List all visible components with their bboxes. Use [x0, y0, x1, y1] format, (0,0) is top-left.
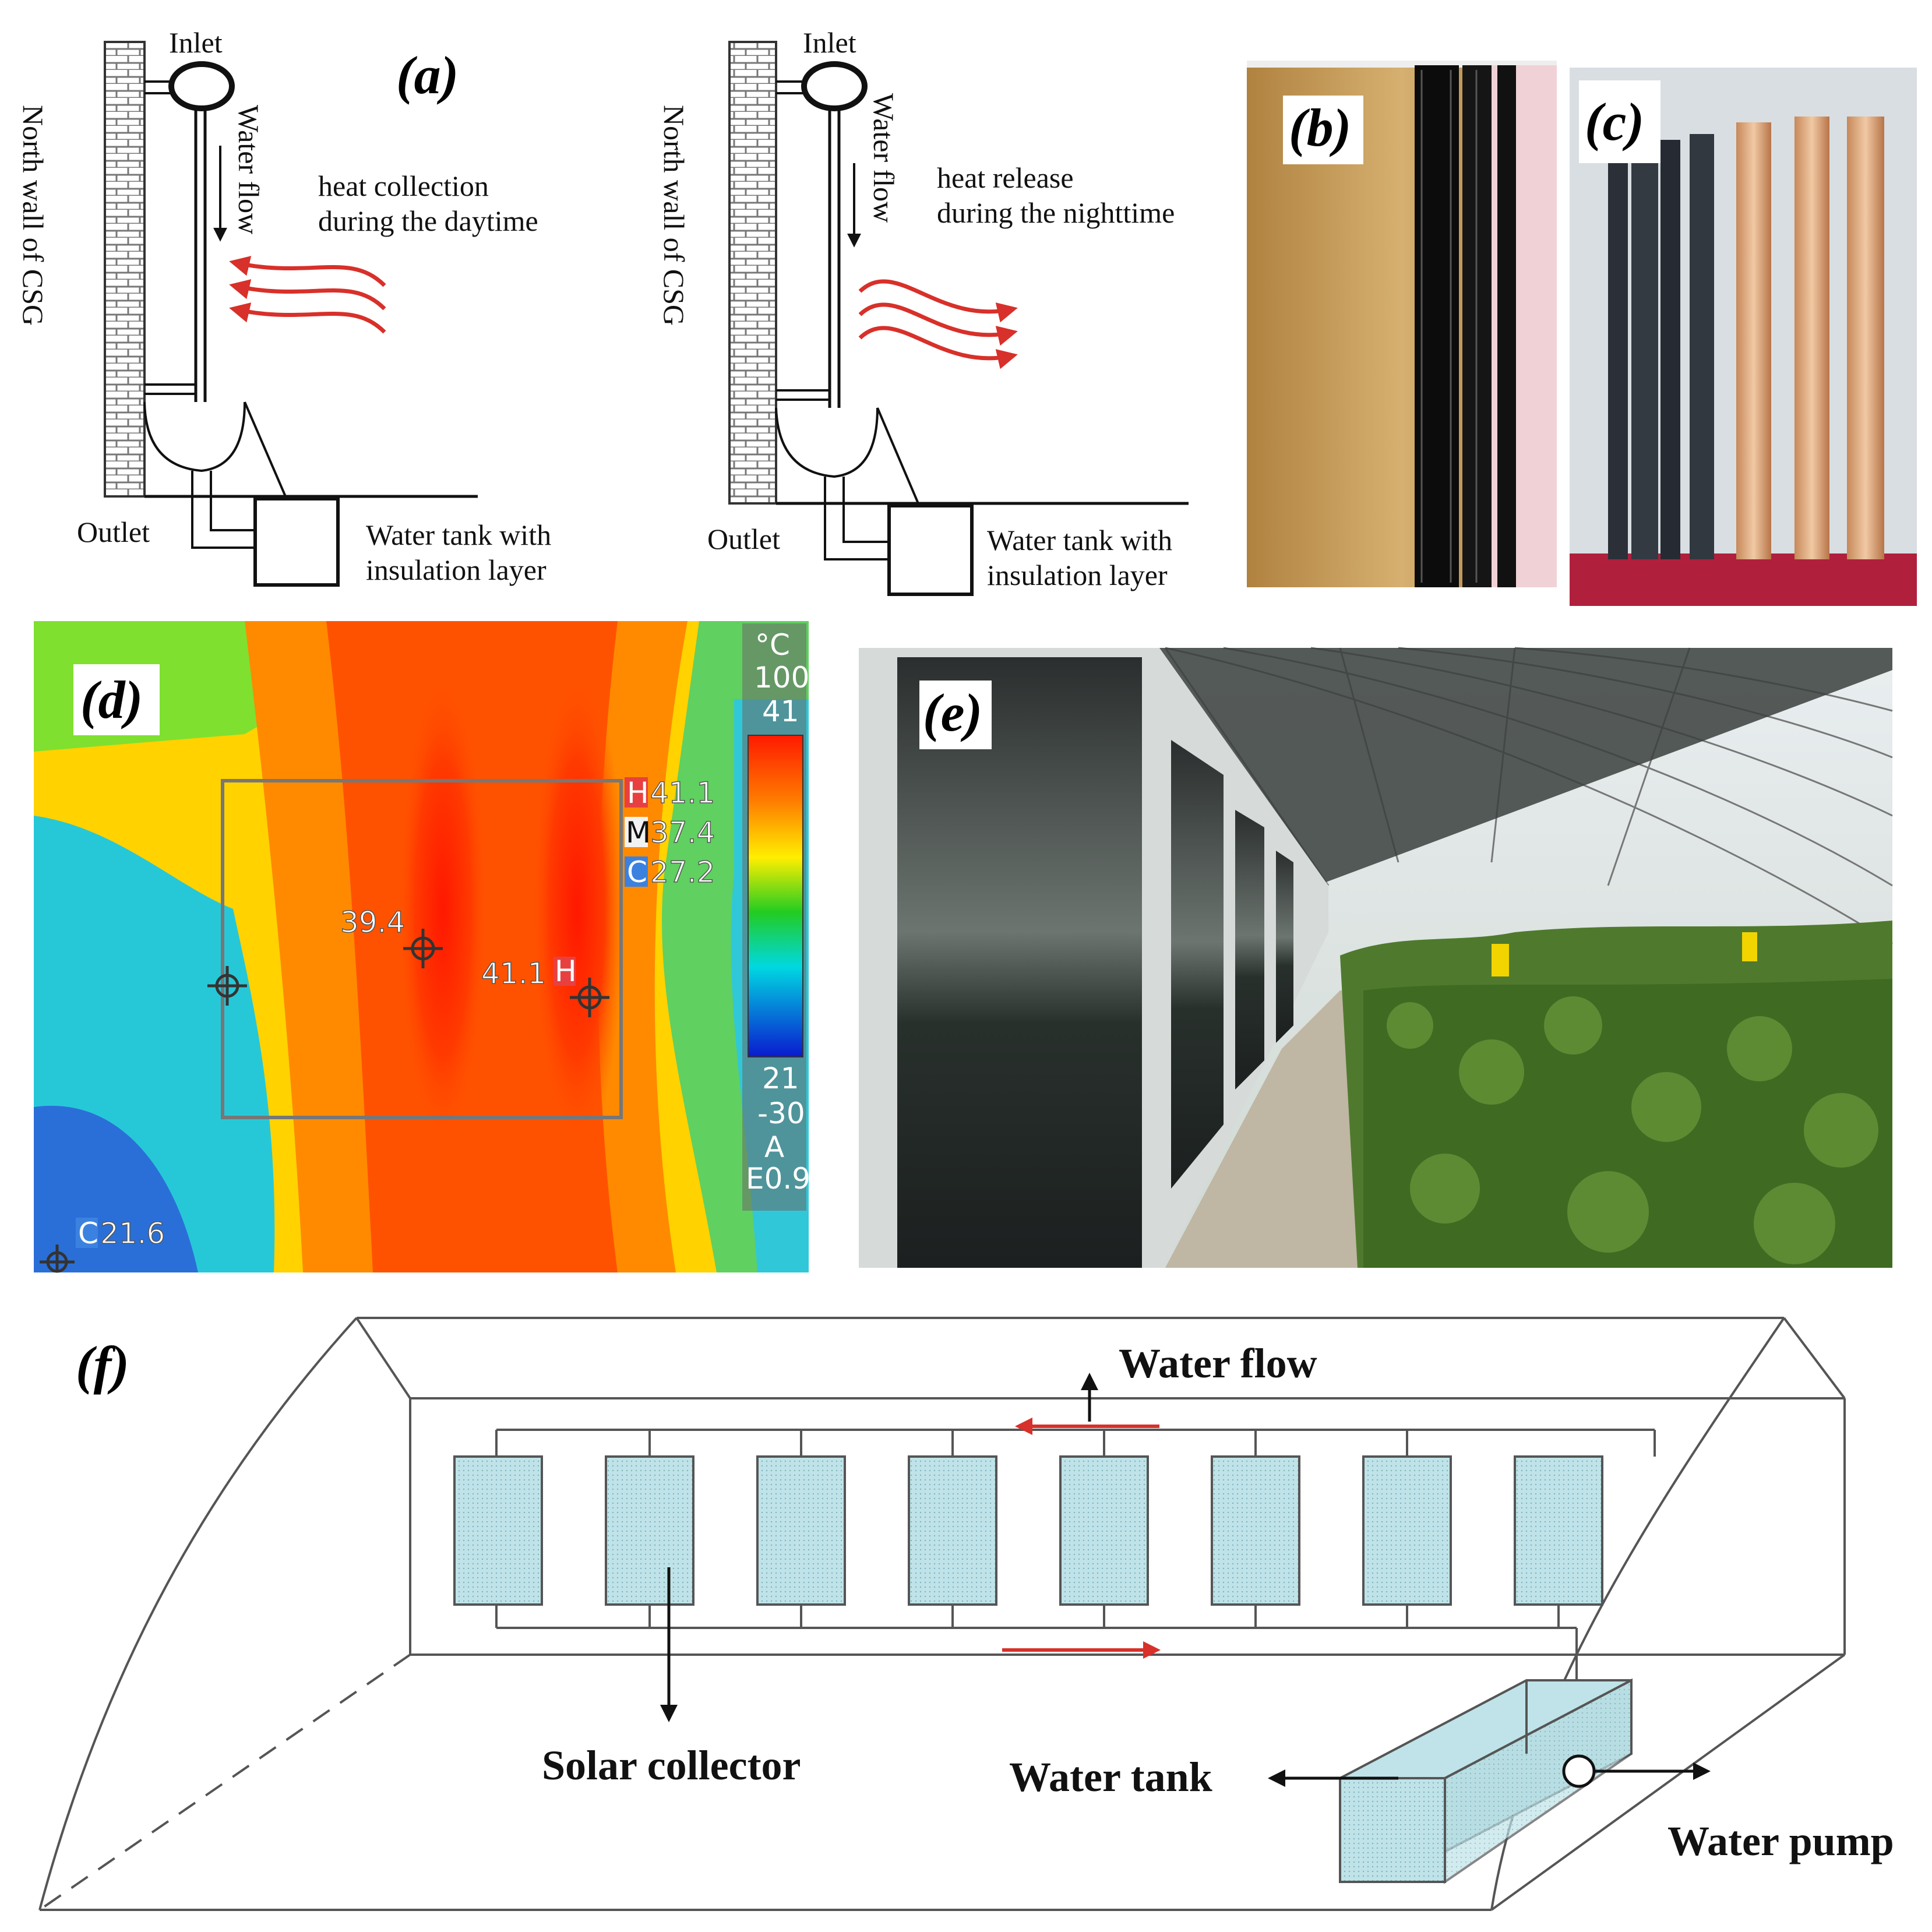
corner-tag: C: [78, 1217, 98, 1250]
panel-a-label: (a): [396, 45, 459, 105]
heat-release-line1: heat release: [937, 161, 1074, 194]
crosshair-icon-3: [207, 966, 247, 1006]
water-tank-3d: [1339, 1678, 1633, 1884]
stat-c-value: 27.2: [650, 855, 715, 889]
scale-mode: A: [764, 1130, 784, 1164]
water-tank-box-2: [887, 504, 974, 596]
water-flow-label-2: Water flow: [868, 93, 900, 223]
stat-h-value: 41.1: [650, 776, 715, 810]
water-tank-label: Water tank: [1009, 1754, 1212, 1800]
stat-h-tag: H: [627, 776, 649, 810]
heat-release-line2: during the nighttime: [937, 196, 1175, 229]
panel-e-photo: (e): [859, 647, 1893, 1268]
inlet-pipe-icon-2: [801, 61, 868, 111]
inlet-label-2: Inlet: [803, 26, 856, 59]
collector-trough: [143, 401, 246, 473]
water-flow-label: Water flow: [232, 105, 265, 234]
water-flow-label-f: Water flow: [1119, 1340, 1317, 1387]
heat-collection-line2: during the daytime: [318, 205, 538, 237]
north-wall-label: North wall of CSG: [17, 105, 50, 326]
panel-a-daytime: North wall of CSG Inlet Water flow Outle…: [17, 26, 551, 587]
inlet-label: Inlet: [169, 26, 223, 59]
collector-panel-2: [1171, 740, 1224, 1189]
tank-label-line2: insulation layer: [366, 553, 547, 586]
inlet-pipe-icon: [168, 61, 235, 111]
water-pump-label: Water pump: [1667, 1818, 1894, 1864]
greenhouse-outline: [38, 1317, 1846, 1911]
temperature-scale-bar: [748, 735, 803, 1057]
panel-f-schematic: Water flow Solar collector Water pump Wa…: [38, 1317, 1894, 1911]
walkway: [1165, 990, 1363, 1268]
outlet-label: Outlet: [77, 516, 150, 548]
collector-5: [1059, 1455, 1149, 1606]
collector-8: [1514, 1455, 1603, 1606]
collector-6: [1211, 1455, 1300, 1606]
tank-label2-line1: Water tank with: [987, 524, 1172, 556]
collector-panel-3: [1235, 810, 1264, 1090]
collector-4: [908, 1455, 997, 1606]
tank-label-line1: Water tank with: [366, 519, 551, 551]
collector-2: [605, 1455, 694, 1606]
north-wall-brick: [104, 41, 146, 498]
collector-3: [756, 1455, 846, 1606]
stat-m-value: 37.4: [650, 816, 715, 849]
corner-value: 21.6: [100, 1217, 165, 1250]
collector-7: [1362, 1455, 1452, 1606]
collector-panel-1: [897, 657, 1142, 1268]
stat-c-tag: C: [627, 855, 647, 889]
panel-c-label: (c): [1585, 92, 1644, 151]
scale-hi: 41: [762, 694, 799, 728]
north-wall-brick-2: [728, 41, 777, 505]
panel-d-thermal: °C 100 41 21 -30 A E0.95 H 41.1 M 37.4 C…: [34, 621, 829, 1273]
outlet-label-2: Outlet: [707, 523, 780, 555]
crosshair-icon-1: [403, 929, 443, 968]
collector-panel-4: [1276, 851, 1293, 1043]
scale-emissivity: E0.95: [746, 1162, 829, 1196]
heat-incoming-arrows: [229, 256, 386, 334]
scale-min: -30: [757, 1097, 805, 1130]
panel-f-label: (f): [76, 1335, 129, 1395]
panel-a-nighttime: North wall of CSG Inlet Water flow Outle…: [658, 26, 1189, 596]
crosshair-icon-2: [570, 978, 609, 1017]
crosshair-icon-4: [40, 1244, 75, 1273]
heat-collection-line1: heat collection: [318, 170, 489, 202]
panel-b-photo: (b): [1247, 61, 1557, 587]
panel-b-label: (b): [1289, 98, 1351, 157]
water-pump-icon: [1562, 1754, 1596, 1788]
scale-max: 100: [754, 661, 809, 694]
panel-d-label: (d): [80, 670, 143, 729]
stat-m-tag: M: [626, 816, 651, 849]
point1-value: 39.4: [340, 905, 405, 939]
heat-outgoing-arrows: [858, 279, 1018, 369]
point2-tag: H: [555, 954, 577, 988]
solar-collectors: [453, 1455, 1603, 1606]
collector-1: [453, 1455, 543, 1606]
north-wall-label-2: North wall of CSG: [658, 105, 690, 326]
tank-label2-line2: insulation layer: [987, 559, 1168, 591]
solar-collector-label: Solar collector: [542, 1742, 801, 1789]
measurement-box: [221, 779, 623, 1119]
water-tank-box: [253, 497, 340, 587]
point2-value: 41.1: [481, 957, 546, 990]
panel-e-label: (e): [923, 683, 982, 742]
panel-c-photo: (c): [1570, 68, 1917, 606]
scale-unit: °C: [755, 628, 790, 662]
scale-lo: 21: [762, 1062, 799, 1095]
